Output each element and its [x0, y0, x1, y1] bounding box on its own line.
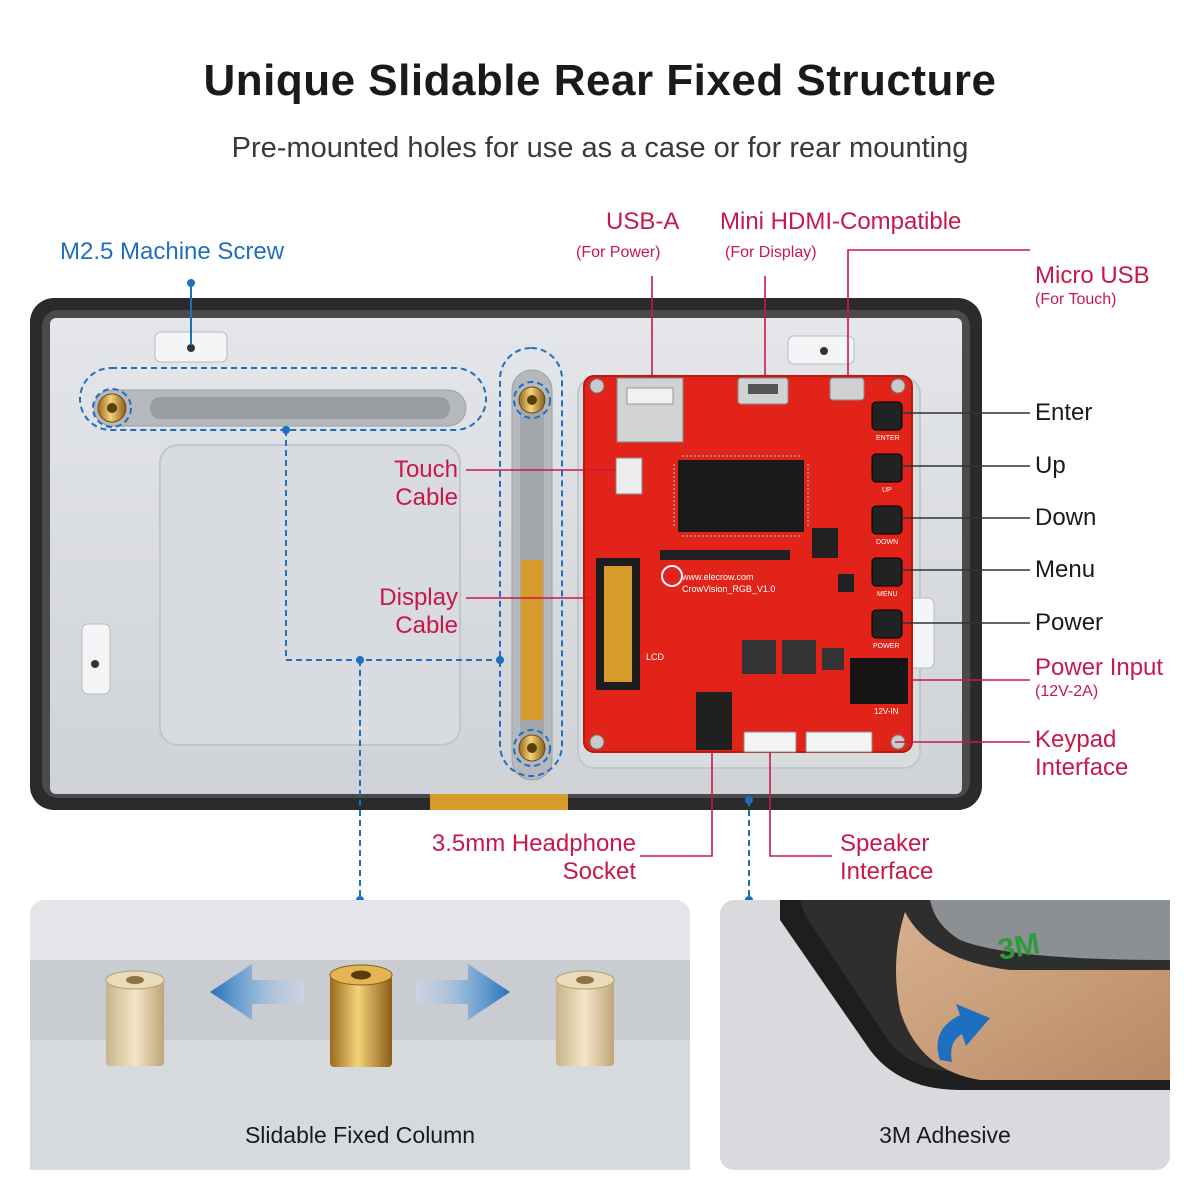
- tape-brand-text: 3M: [995, 927, 1042, 967]
- touch-cable-label-line1: Touch: [393, 456, 458, 483]
- display-cable-label-line1: Display: [379, 584, 458, 611]
- board-label-down: DOWN: [876, 539, 898, 546]
- board-label-12v-in: 12V-IN: [874, 707, 899, 716]
- speaker-interface-label-line2: Interface: [840, 858, 934, 885]
- usb-a-note: (For Power): [576, 244, 661, 261]
- horizontal-mounting-slot: [93, 389, 467, 427]
- micro-usb-label: Micro USB: [1035, 262, 1150, 289]
- mini-hdmi-note: (For Display): [725, 244, 817, 261]
- board-label-menu: MENU: [877, 591, 898, 598]
- adhesive-caption: 3M Adhesive: [879, 1122, 1011, 1148]
- display-cable-label-line2: Cable: [395, 612, 458, 639]
- slidable-column-panel: [30, 900, 690, 1170]
- menu-label: Menu: [1035, 556, 1096, 583]
- board-label-up: UP: [882, 487, 892, 494]
- page-title: Unique Slidable Rear Fixed Structure: [203, 56, 997, 105]
- speaker-interface-label-line1: Speaker: [840, 830, 930, 857]
- board-label-enter: ENTER: [876, 435, 900, 442]
- board-label-lcd: LCD: [646, 652, 665, 662]
- headphone-socket-label-line1: 3.5mm Headphone: [431, 830, 636, 857]
- enter-label: Enter: [1035, 399, 1093, 426]
- usb-a-label: USB-A: [606, 208, 680, 235]
- board-label-power: POWER: [873, 643, 899, 650]
- headphone-socket-label-line2: Socket: [562, 858, 636, 885]
- board-url: www.elecrow.com: [681, 572, 754, 582]
- vertical-mounting-slot: [511, 369, 553, 781]
- callout-lines: [466, 249, 1030, 857]
- touch-cable-label-line2: Cable: [395, 484, 458, 511]
- driver-board: [583, 375, 913, 753]
- adhesive-panel: 3M: [720, 900, 1170, 1170]
- down-label: Down: [1035, 504, 1097, 531]
- keypad-interface-label-line2: Interface: [1035, 754, 1129, 781]
- up-label: Up: [1035, 452, 1066, 479]
- power-label: Power: [1035, 609, 1104, 636]
- page-subtitle: Pre-mounted holes for use as a case or f…: [231, 132, 969, 164]
- board-model: CrowVision_RGB_V1.0: [682, 584, 775, 594]
- power-input-note: (12V-2A): [1035, 683, 1099, 700]
- slidable-column-caption: Slidable Fixed Column: [244, 1122, 476, 1148]
- power-input-label: Power Input: [1035, 654, 1164, 681]
- keypad-interface-label-line1: Keypad: [1035, 726, 1117, 753]
- micro-usb-note: (For Touch): [1035, 291, 1117, 308]
- mini-hdmi-label: Mini HDMI-Compatible: [720, 208, 962, 235]
- machine-screw-label: M2.5 Machine Screw: [60, 238, 285, 265]
